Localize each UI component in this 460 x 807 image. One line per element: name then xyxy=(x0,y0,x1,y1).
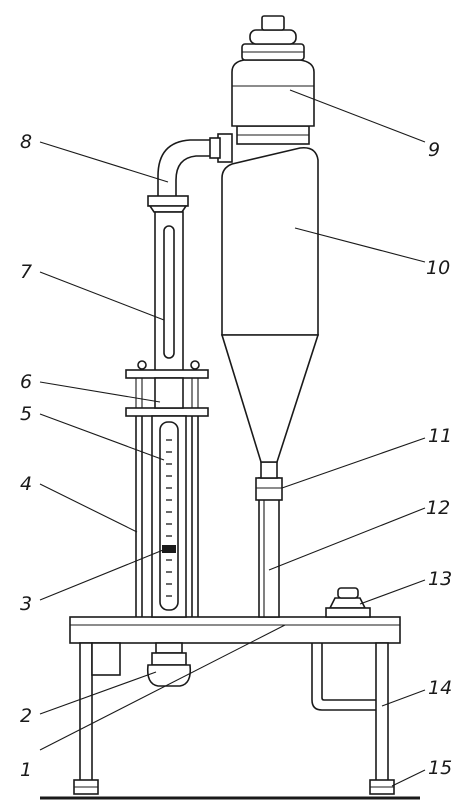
bottom-fitting xyxy=(146,642,192,687)
valve-13 xyxy=(325,587,371,618)
callout-9: 9 xyxy=(428,139,440,161)
scale-ticks xyxy=(166,439,172,597)
coupling-11 xyxy=(255,461,283,501)
callout-8: 8 xyxy=(20,131,32,153)
support-pipe xyxy=(258,477,280,618)
callout-1: 1 xyxy=(20,759,32,781)
callout-13: 13 xyxy=(428,568,452,590)
callout-11: 11 xyxy=(428,425,452,447)
callout-2: 2 xyxy=(20,705,32,727)
float-3 xyxy=(162,545,176,553)
table-base xyxy=(69,616,401,795)
graduated-column xyxy=(151,415,187,618)
callout-6: 6 xyxy=(20,371,32,393)
callout-10: 10 xyxy=(426,257,450,279)
callout-labels: 1 2 3 4 5 6 7 8 9 10 11 12 13 14 15 xyxy=(20,131,452,781)
upper-tube xyxy=(154,211,184,373)
leader-lines xyxy=(39,89,426,787)
cyclone-body xyxy=(220,146,320,463)
callout-3: 3 xyxy=(20,593,32,615)
motor-housing xyxy=(231,15,315,145)
callout-15: 15 xyxy=(428,757,452,779)
callout-12: 12 xyxy=(426,497,450,519)
callout-5: 5 xyxy=(20,403,32,425)
drain-pipe xyxy=(311,643,376,711)
clamp-flanges xyxy=(125,360,209,417)
callout-14: 14 xyxy=(428,677,452,699)
callout-4: 4 xyxy=(20,473,32,495)
bent-pipe xyxy=(147,133,233,213)
callout-7: 7 xyxy=(20,261,32,283)
